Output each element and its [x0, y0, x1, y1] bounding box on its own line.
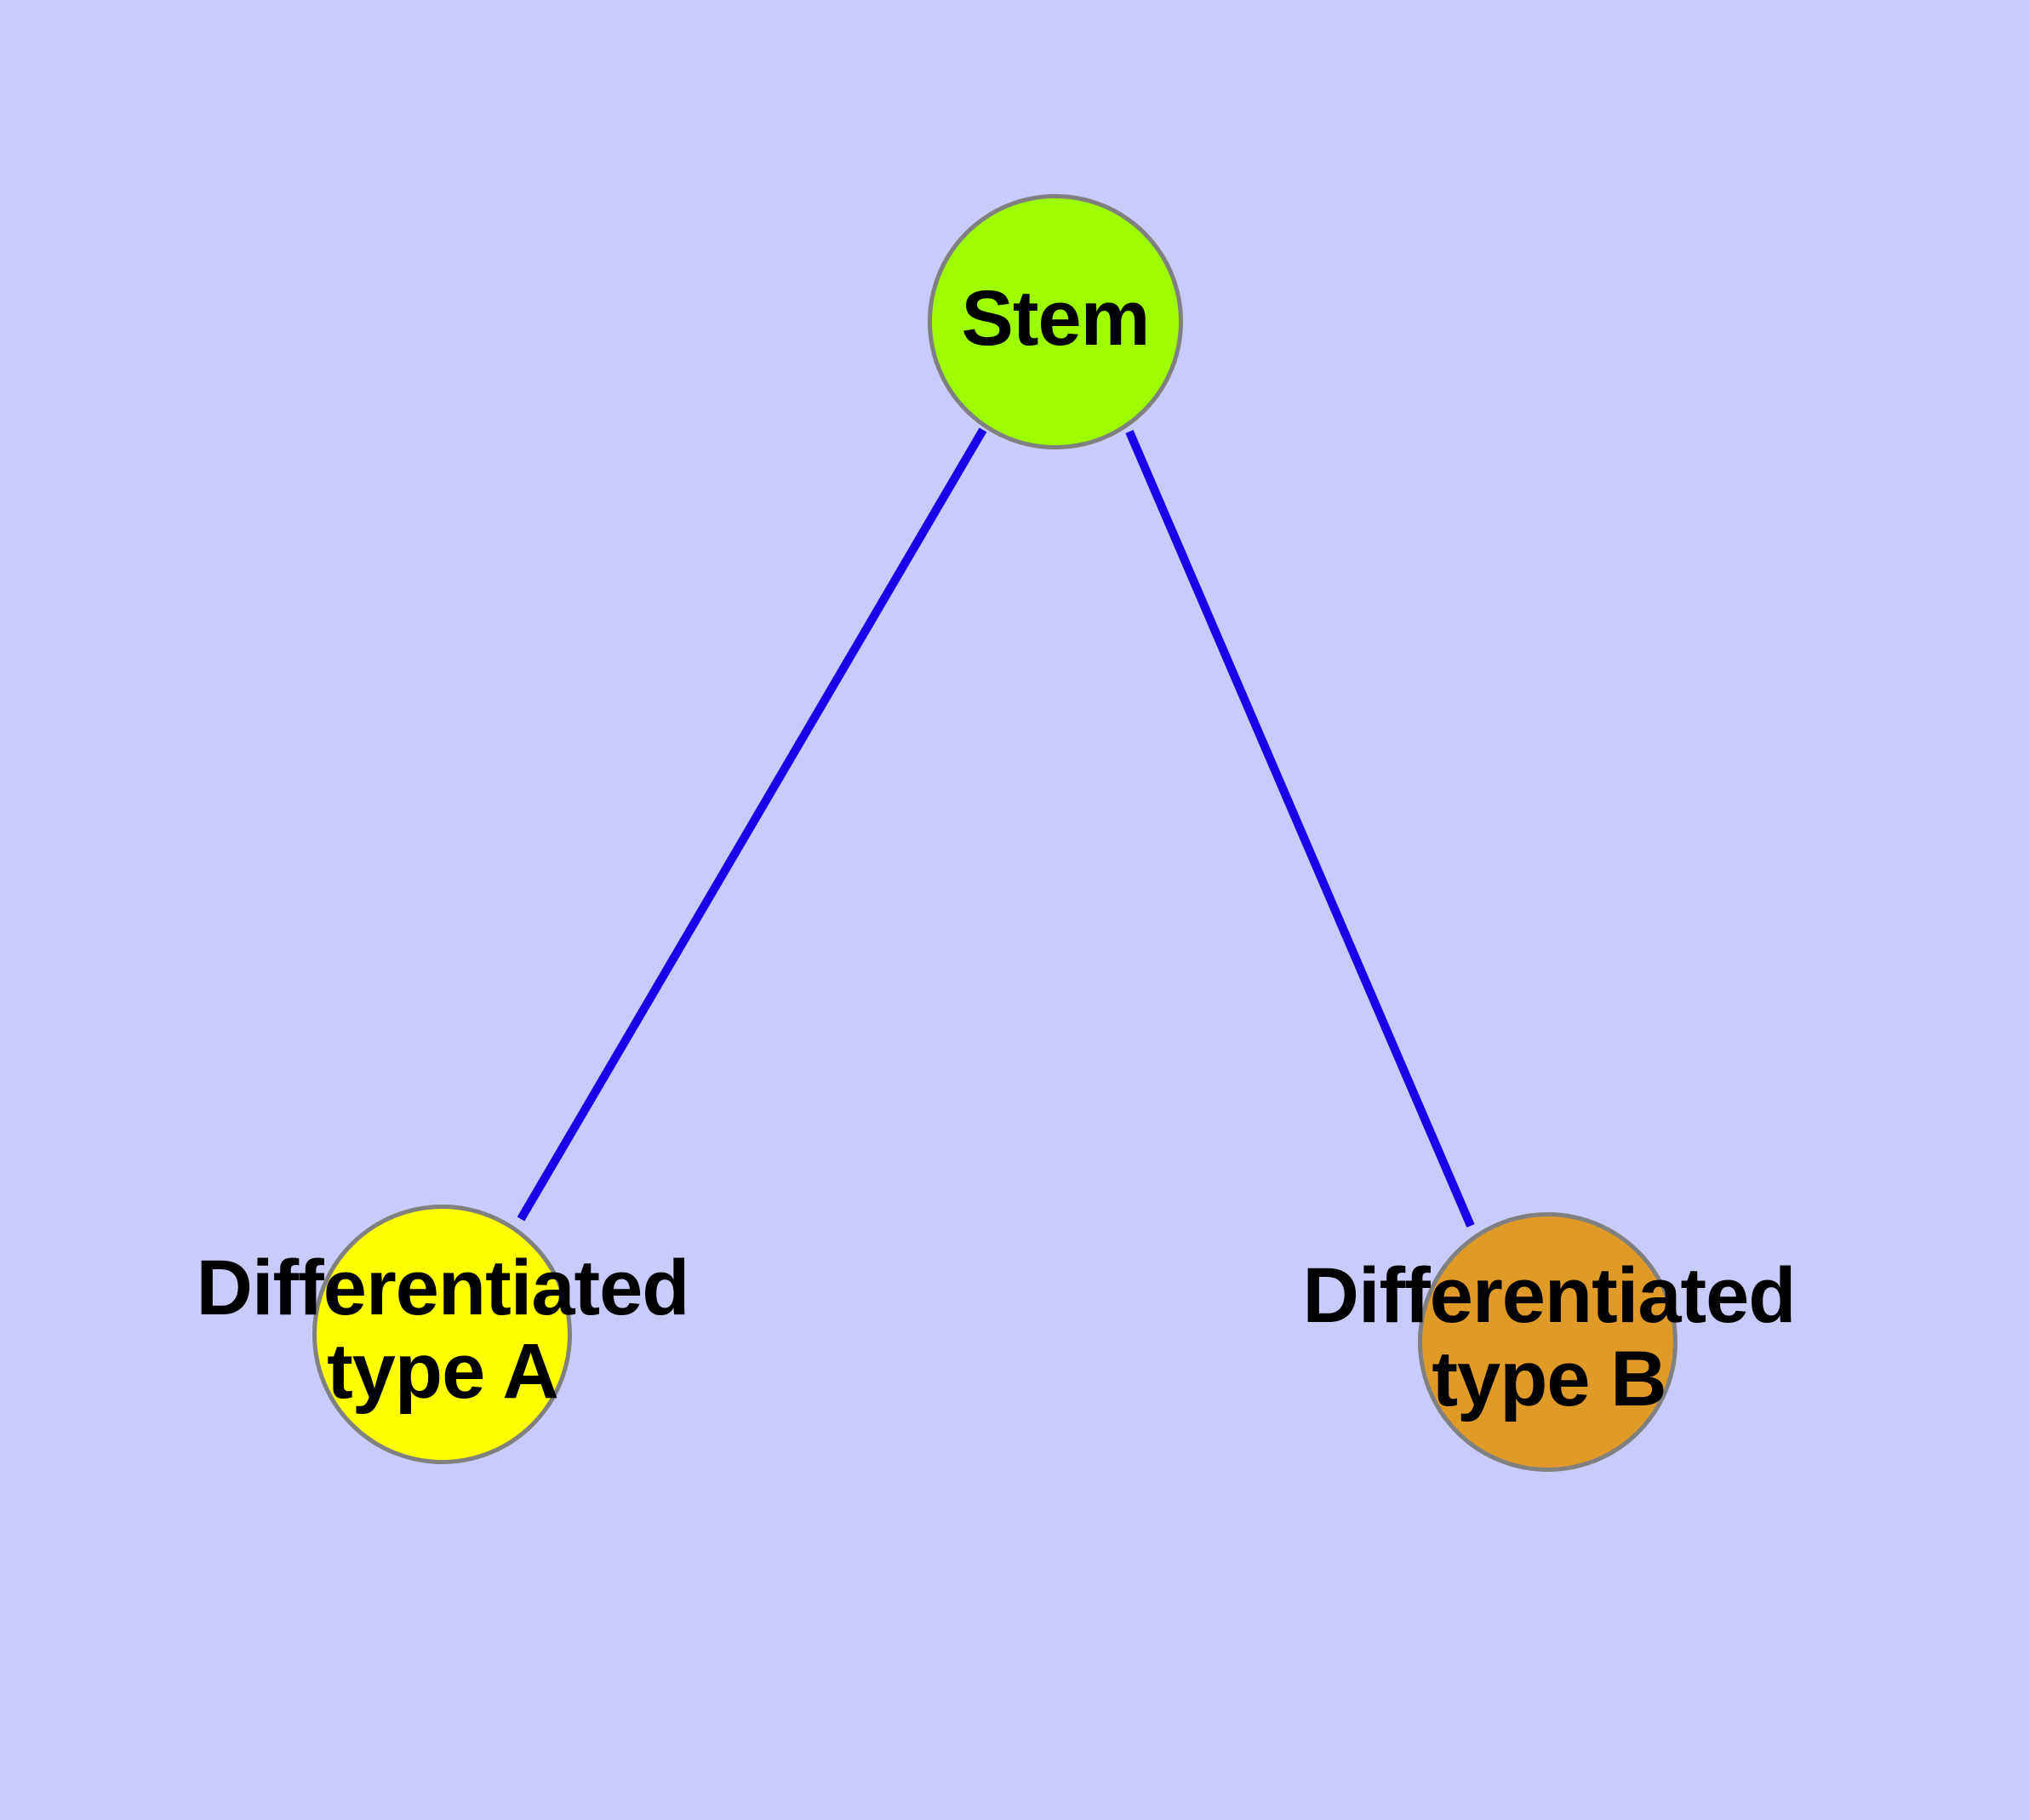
edge-stem-to-diff-a: [517, 427, 987, 1222]
node-stem[interactable]: [928, 194, 1183, 449]
node-differentiated-type-b[interactable]: [1418, 1212, 1677, 1472]
node-differentiated-type-a[interactable]: [312, 1205, 572, 1464]
edge-stem-to-diff-b: [1125, 430, 1475, 1228]
